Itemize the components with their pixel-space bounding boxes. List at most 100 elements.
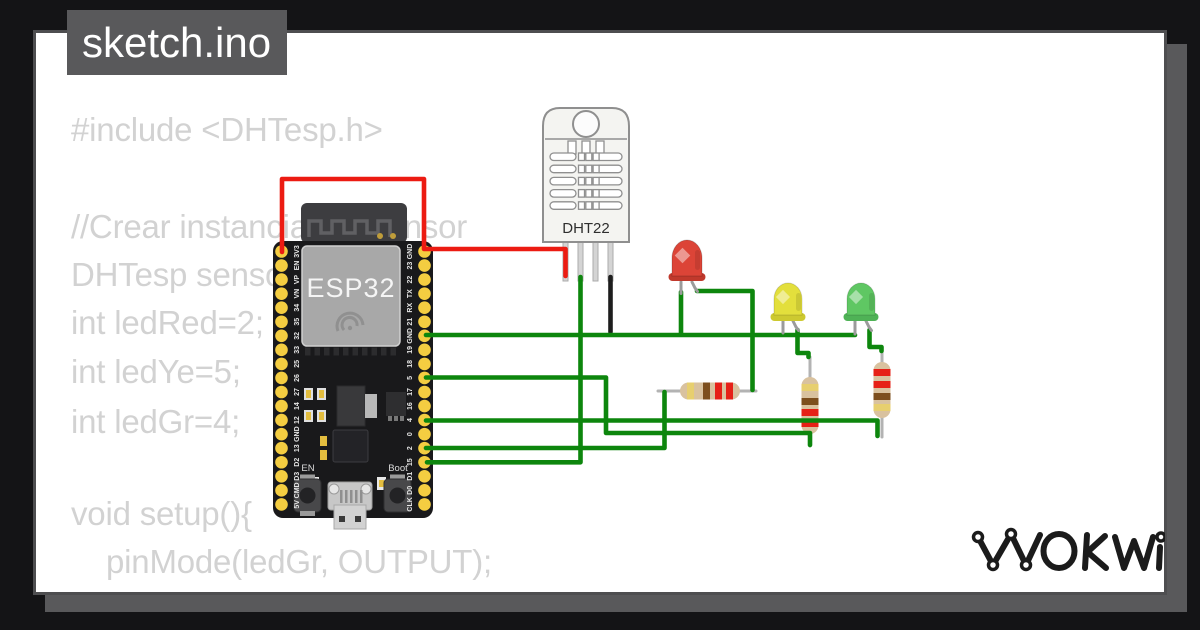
dht22-vent-square [577, 176, 586, 186]
usb-screw [360, 483, 372, 495]
chip-leg [400, 416, 404, 421]
resistor-band-brown [873, 393, 891, 400]
esp32-pin-left-5V[interactable] [275, 498, 288, 511]
code-line: void setup(){ [71, 495, 252, 532]
antenna-pad [377, 233, 383, 239]
esp32-pin-left-32[interactable] [275, 329, 288, 343]
dht22-vent-square [592, 164, 600, 174]
esp32-pin-label: 5 [407, 376, 414, 380]
esp32-pin-label: 3V3 [294, 245, 301, 258]
dht22-vent-square [585, 164, 593, 174]
voltage-regulator [336, 385, 366, 427]
esp32-pin-right-21[interactable] [418, 315, 431, 329]
esp32-pin-right-15[interactable] [418, 455, 431, 469]
esp32-pin-left-VN[interactable] [275, 287, 288, 300]
esp32-pin-left-27[interactable] [275, 385, 288, 399]
esp32-pin-label: 26 [294, 374, 301, 382]
esp32-pin-label: EN [294, 261, 301, 271]
resistor-band-gold [687, 382, 694, 400]
esp32-pin-right-18[interactable] [418, 357, 431, 371]
esp32-pin-left-35[interactable] [275, 315, 288, 329]
esp32-pin-label: 23 [407, 262, 414, 270]
smd-cap [319, 390, 324, 398]
shield-pads [305, 347, 396, 356]
esp32-pin-left-26[interactable] [275, 371, 288, 385]
resistor-band-gold [801, 384, 819, 391]
smd-cap [306, 390, 311, 398]
esp32-pin-left-VP[interactable] [275, 273, 288, 286]
dht22-vent-slot [595, 164, 623, 174]
wire-pin2-to-resistor[interactable] [423, 389, 667, 451]
wokwi-logo-letters [971, 527, 1165, 572]
dht22-vent-square [577, 188, 586, 198]
sketch-file-tab[interactable]: sketch.ino [67, 10, 287, 75]
dht22-vent-slot [549, 164, 577, 174]
esp32-pin-label: D1 [407, 472, 414, 481]
esp32-pin-label: 5V [294, 500, 301, 509]
wire-green-led-anode[interactable] [867, 327, 884, 354]
en-button[interactable] [299, 487, 316, 504]
shield-pad [314, 347, 320, 356]
wire-pin4-to-resistor[interactable] [423, 418, 880, 439]
wokwi-logo [971, 527, 1165, 572]
esp32-shield [301, 245, 401, 347]
esp32-pin-right-TX[interactable] [418, 287, 431, 300]
esp32-pin-right-D1[interactable] [418, 470, 431, 483]
esp32-board[interactable]: ESP32 [273, 203, 433, 530]
smd-cap [320, 436, 327, 446]
led-red[interactable] [668, 239, 706, 295]
espressif-logo-icon [340, 315, 359, 332]
esp32-pin-right-22[interactable] [418, 273, 431, 286]
shield-pad [305, 347, 311, 356]
wire-red-led-anode-to-resistor[interactable] [694, 288, 755, 393]
wires [279, 176, 884, 465]
esp32-pin-left-13[interactable] [275, 441, 288, 455]
esp32-pin-right-0[interactable] [418, 427, 431, 441]
esp32-pin-right-16[interactable] [418, 399, 431, 413]
esp32-pin-right-17[interactable] [418, 385, 431, 399]
dht22-label: DHT22 [562, 220, 610, 237]
dht22-pin-nc[interactable] [592, 241, 599, 282]
smd-led [379, 480, 384, 487]
esp32-pin-left-D3[interactable] [275, 470, 288, 483]
wire-dht-sda-to-pin15[interactable] [424, 274, 583, 465]
esp32-pin-left-14[interactable] [275, 399, 288, 413]
led-green[interactable] [843, 282, 879, 336]
wire-yellow-led-anode[interactable] [795, 327, 811, 360]
shield-pad [362, 347, 368, 356]
esp32-pin-left-25[interactable] [275, 357, 288, 371]
resistor-green-led[interactable] [873, 349, 891, 439]
esp32-pin-label: GND [407, 244, 414, 260]
esp32-pin-left-GND[interactable] [275, 427, 288, 441]
dht22-vents [549, 152, 623, 210]
wire-3v3-to-dht-vcc[interactable] [279, 176, 568, 279]
led-yellow[interactable] [770, 282, 806, 335]
wire-pin5-to-resistor[interactable] [423, 375, 813, 448]
boot-button[interactable] [389, 487, 406, 504]
usb-screw [328, 483, 340, 495]
esp32-pin-right-D0[interactable] [418, 484, 431, 497]
esp32-pin-right-CLK[interactable] [418, 498, 431, 511]
resistor-red-led[interactable] [656, 382, 758, 400]
esp32-pin-label: D0 [407, 486, 414, 495]
esp32-pin-left-12[interactable] [275, 413, 288, 427]
esp32-pin-label: CLK [407, 497, 414, 511]
esp32-pin-right-RX[interactable] [418, 301, 431, 315]
esp32-pin-left-CMD[interactable] [275, 484, 288, 497]
esp32-pin-left-D2[interactable] [275, 455, 288, 469]
esp32-pin-label: VP [294, 275, 301, 285]
esp32-pin-left-EN[interactable] [275, 259, 288, 272]
resistor-band-red [726, 382, 733, 400]
chip-leg [394, 416, 398, 421]
esp32-pin-label: 2 [407, 446, 414, 450]
usb-uart-chip [386, 392, 406, 416]
esp32-pin-right-19[interactable] [418, 343, 431, 357]
dht22-vent-square [577, 152, 586, 162]
esp32-pin-left-33[interactable] [275, 343, 288, 357]
dht22-sensor[interactable]: DHT22 [542, 107, 630, 282]
esp32-pin-label: D3 [294, 472, 301, 481]
esp32-pin-right-23[interactable] [418, 259, 431, 272]
usb-ridges [340, 490, 363, 503]
button-tab [300, 474, 315, 480]
esp32-pin-left-34[interactable] [275, 301, 288, 315]
